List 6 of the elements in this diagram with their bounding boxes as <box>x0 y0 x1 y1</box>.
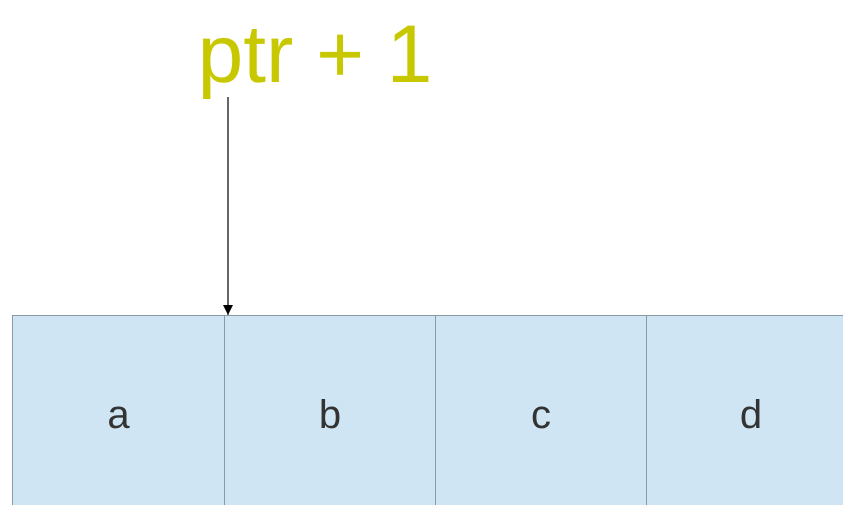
array-cell: b <box>224 315 436 505</box>
array-cell: d <box>646 315 843 505</box>
array-cell: a <box>12 315 225 505</box>
arrow <box>223 97 233 315</box>
array-cell: c <box>435 315 647 505</box>
pointer-label: ptr + 1 <box>165 12 465 97</box>
